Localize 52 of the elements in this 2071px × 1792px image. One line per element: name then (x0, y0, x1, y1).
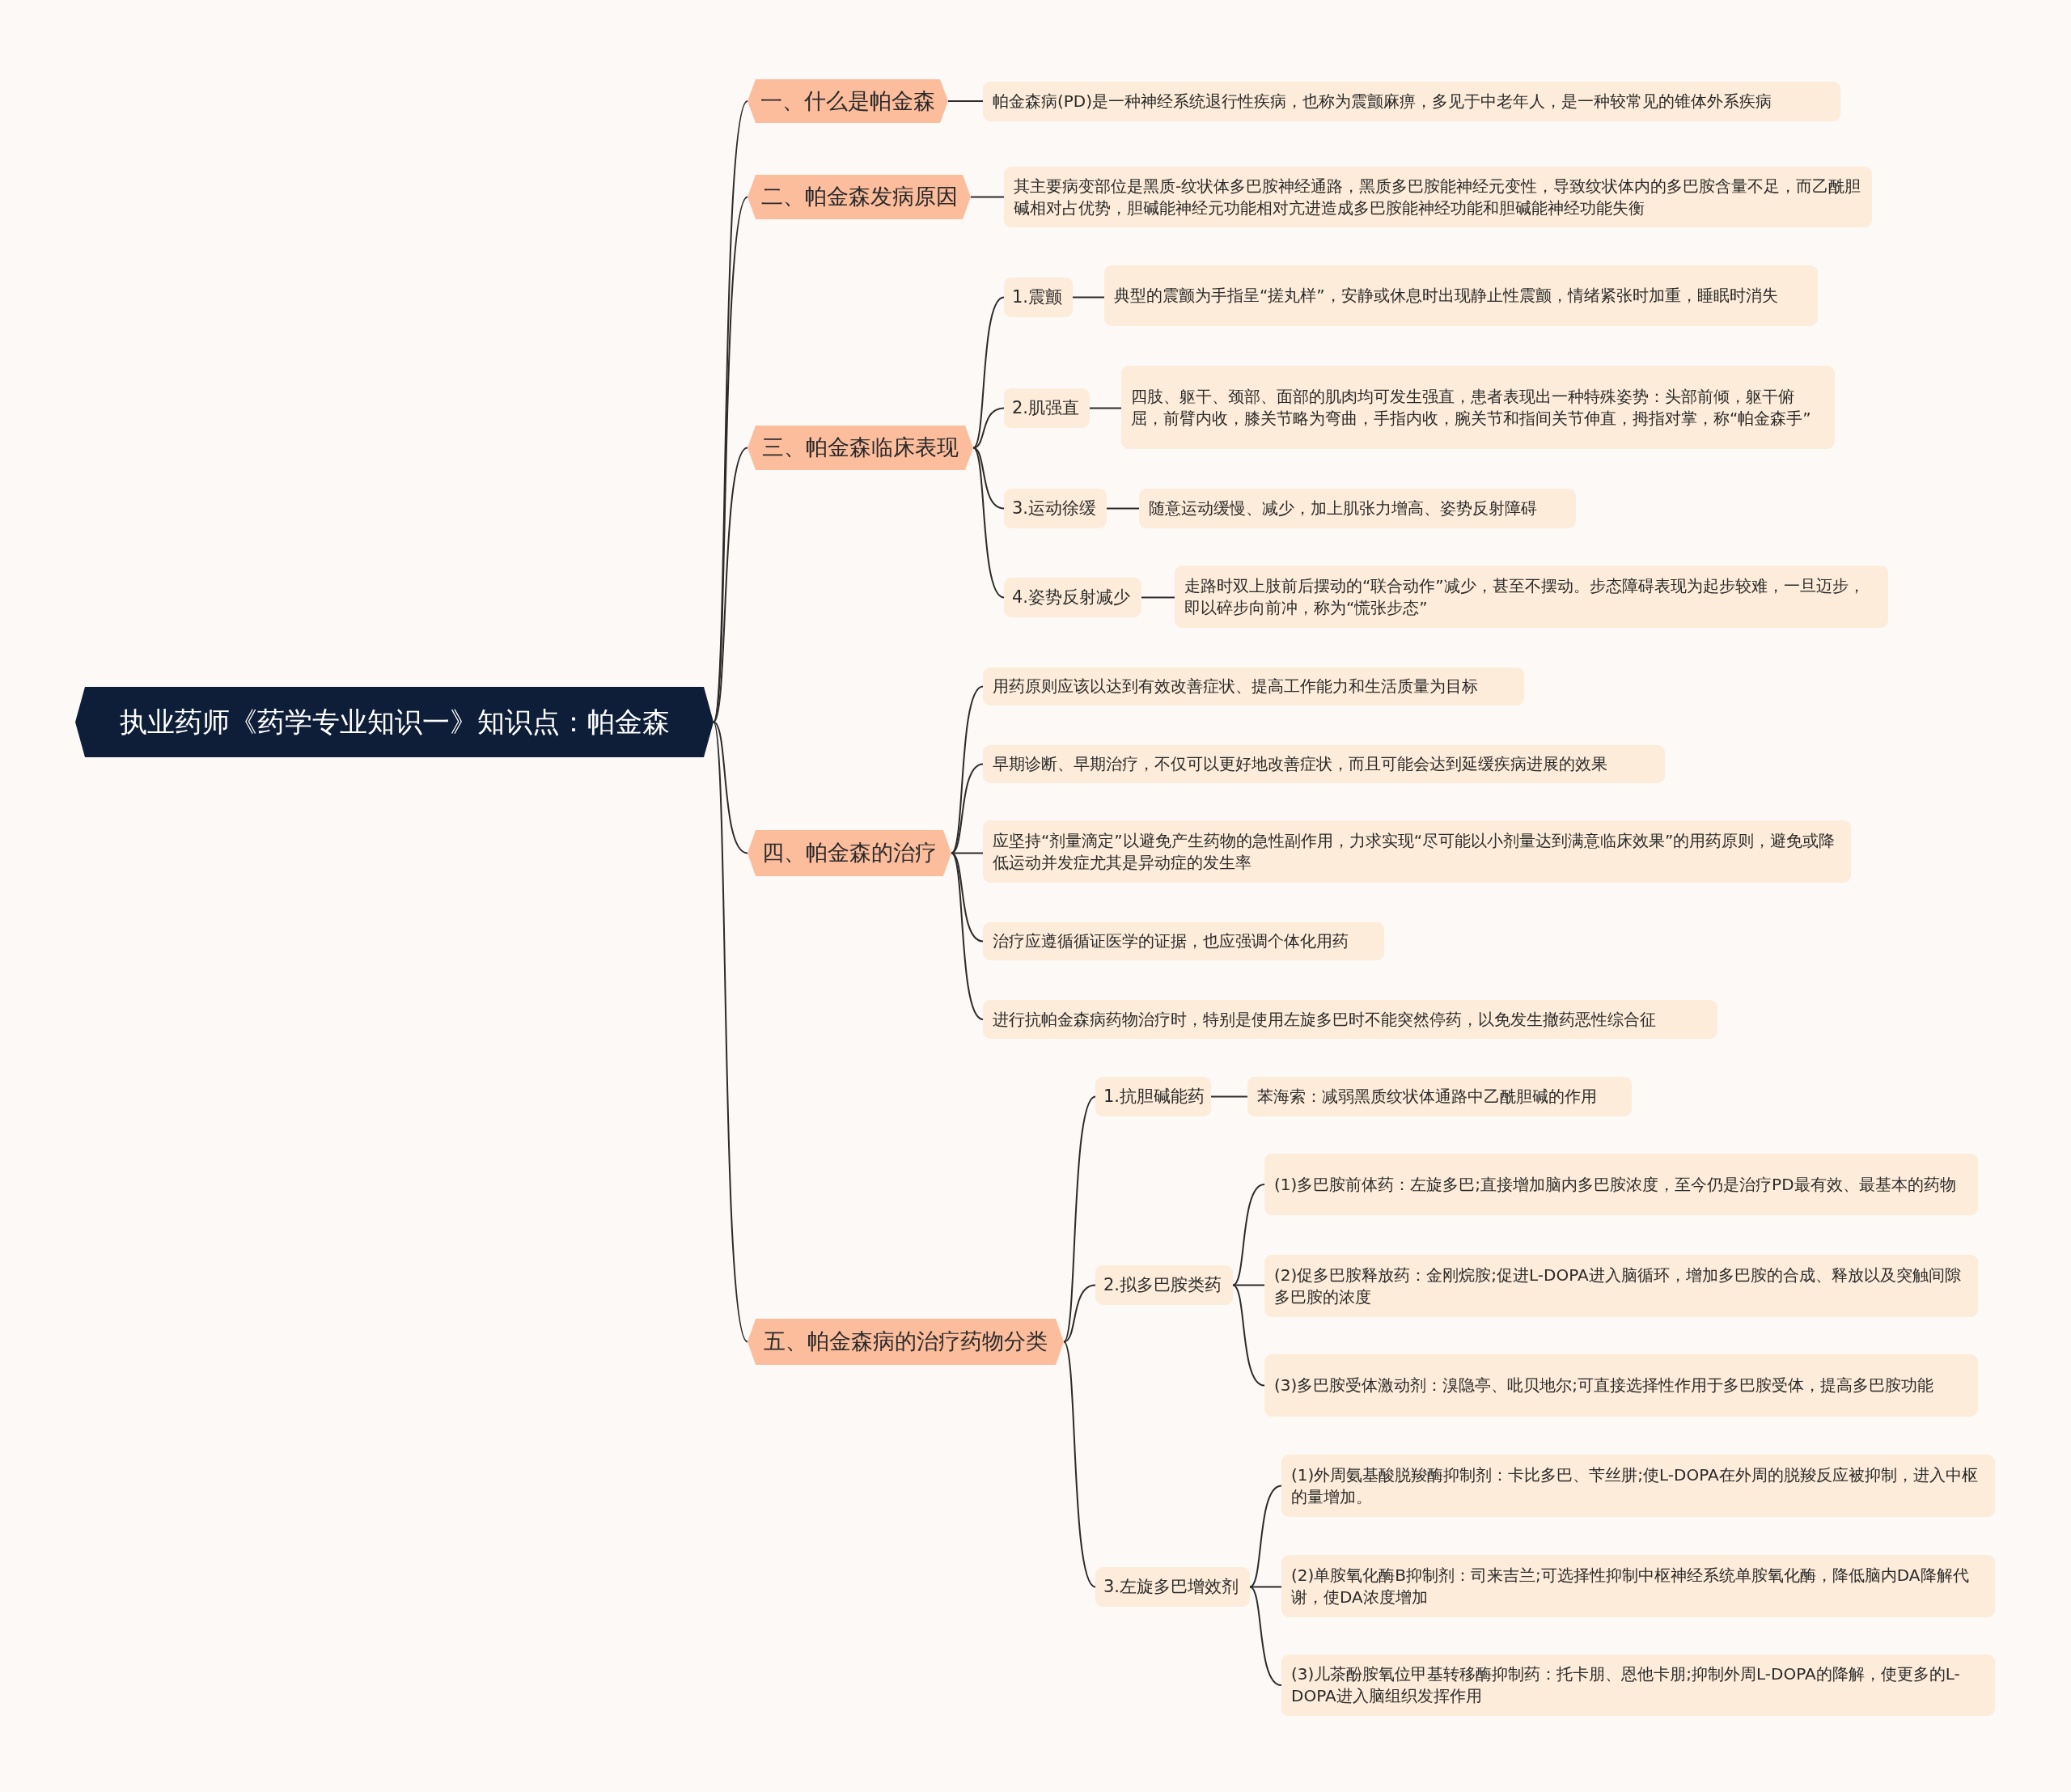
note-card: (2)单胺氧化酶B抑制剂：司来吉兰;可选择性抑制中枢神经系统单胺氧化酶，降低脑内DA降解代谢，使DA浓度增加 (1281, 1555, 1995, 1617)
connector-line (1249, 1586, 1282, 1686)
connector-line (947, 100, 984, 102)
connector-line (951, 763, 984, 854)
connector-line (1141, 596, 1175, 599)
central-topic: 执业药师《药学专业知识一》知识点：帕金森 (75, 687, 714, 757)
branch-topic: 四、帕金森的治疗 (748, 830, 951, 876)
note-card: (3)儿茶酚胺氧位甲基转移酶抑制药：托卡朋、恩他卡朋;抑制外周L-DOPA的降解，使更多的L-DOPA进入脑组织发挥作用 (1281, 1654, 1995, 1716)
branch-topic: 三、帕金森临床表现 (748, 426, 973, 470)
connector-line (713, 721, 748, 854)
note-card: 四肢、躯干、颈部、面部的肌肉均可发生强直，患者表现出一种特殊姿势：头部前倾，躯干俯屈，前臂内收，膝关节略为弯曲，手指内收，腕关节和指间关节伸直，拇指对掌，称“帕金森手” (1121, 366, 1835, 449)
note-card: 用药原则应该以达到有效改善症状、提高工作能力和生活质量为目标 (983, 667, 1524, 705)
branch-topic: 五、帕金森病的治疗药物分类 (748, 1319, 1064, 1365)
note-card: (3)多巴胺受体激动剂：溴隐亭、吡贝地尔;可直接选择性作用于多巴胺受体，提高多巴胺功能 (1264, 1354, 1978, 1417)
subtopic-label: 4.姿势反射减少 (1004, 578, 1141, 617)
subtopic-label: 2.拟多巴胺类药 (1095, 1265, 1233, 1305)
note-card: 走路时双上肢前后摆动的“联合动作”减少，甚至不摆动。步态障碍表现为起步较难，一旦迈步，即以碎步向前冲，称为“慌张步态” (1175, 566, 1888, 628)
branch-topic: 二、帕金森发病原因 (748, 175, 971, 219)
connector-line (1072, 296, 1105, 299)
connector-line (1210, 1095, 1248, 1098)
note-card: (1)多巴胺前体药：左旋多巴;直接增加脑内多巴胺浓度，至今仍是治疗PD最有效、最基本的药物 (1264, 1154, 1978, 1215)
subtopic-label: 3.运动徐缓 (1004, 489, 1107, 528)
note-card: 典型的震颤为手指呈“搓丸样”，安静或休息时出现静止性震颤，情绪紧张时加重，睡眠时消失 (1104, 265, 1818, 326)
note-card: 进行抗帕金森病药物治疗时，特别是使用左旋多巴时不能突然停药，以免发生撤药恶性综合征 (983, 1000, 1717, 1039)
connector-line (972, 296, 1005, 449)
subtopic-label: 1.抗胆碱能药 (1095, 1077, 1211, 1116)
connector-line (713, 447, 748, 723)
note-card: 早期诊断、早期治疗，不仅可以更好地改善症状，而且可能会达到延缓疾病进展的效果 (983, 745, 1665, 783)
connector-line (1089, 407, 1122, 409)
connector-line (1063, 1284, 1096, 1343)
note-card: 帕金森病(PD)是一种神经系统退行性疾病，也称为震颤麻痹，多见于中老年人，是一种较常见的锥体外系疾病 (983, 82, 1840, 121)
subtopic-label: 1.震颤 (1004, 277, 1073, 317)
note-card: 苯海索：减弱黑质纹状体通路中乙酰胆碱的作用 (1247, 1077, 1632, 1116)
connector-line (1063, 1095, 1096, 1343)
connector-line (972, 447, 1005, 510)
subtopic-label: 3.左旋多巴增效剂 (1095, 1567, 1250, 1607)
note-card: (2)促多巴胺释放药：金刚烷胺;促进L-DOPA进入脑循环，增加多巴胺的合成、释放以及突触间隙多巴胺的浓度 (1264, 1255, 1978, 1317)
connector-line (1232, 1284, 1265, 1387)
note-card: (1)外周氨基酸脱羧酶抑制剂：卡比多巴、苄丝肼;使L-DOPA在外周的脱羧反应被抑制，进入中枢的量增加。 (1281, 1455, 1995, 1517)
note-card: 应坚持“剂量滴定”以避免产生药物的急性副作用，力求实现“尽可能以小剂量达到满意临床效果”的用药原则，避免或降低运动并发症尤其是异动症的发生率 (983, 820, 1851, 883)
connector-line (970, 196, 1005, 198)
connector-line (951, 852, 984, 1020)
connector-line (1063, 1341, 1096, 1588)
subtopic-label: 2.肌强直 (1004, 388, 1090, 428)
note-card: 其主要病变部位是黑质-纹状体多巴胺神经通路，黑质多巴胺能神经元变性，导致纹状体内的多巴胺含量不足，而乙酰胆碱相对占优势，胆碱能神经元功能相对亢进造成多巴胺能神经功能和胆碱能神经功能失衡 (1004, 167, 1872, 227)
branch-topic: 一、什么是帕金森 (748, 79, 948, 123)
connector-line (1249, 1485, 1282, 1588)
connector-line (1106, 507, 1140, 510)
connector-line (1232, 1184, 1265, 1286)
note-card: 随意运动缓慢、减少，加上肌张力增高、姿势反射障碍 (1139, 489, 1576, 528)
note-card: 治疗应遵循循证医学的证据，也应强调个体化用药 (983, 922, 1384, 960)
connector-line (972, 447, 1005, 599)
